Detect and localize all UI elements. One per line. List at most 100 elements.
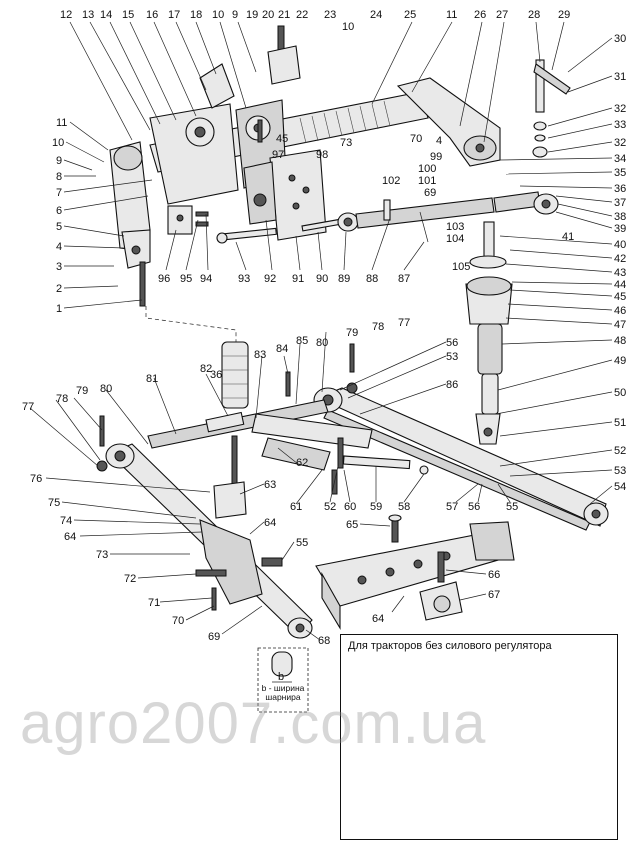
callout-49: 49 [614,355,626,367]
detail-letter: b [278,671,284,683]
callout-45: 45 [614,291,626,303]
callout-36: 36 [614,183,626,195]
callout-36-low: 36 [210,369,222,381]
callout-11-left: 11 [56,117,67,129]
callout-78-r: 78 [372,321,384,333]
callout-70-top: 70 [410,133,422,145]
callout-3: 3 [56,261,62,273]
callout-25: 25 [404,9,416,21]
callout-16: 16 [146,9,158,21]
top-link-assembly [337,191,559,243]
callout-31: 31 [614,71,626,83]
lower-links [96,306,609,639]
callout-102: 69 [424,187,436,199]
watermark: agro2007.com.ua [20,691,487,756]
callout-10b: 10 [342,21,354,33]
callout-7: 7 [56,187,62,199]
callout-68: 68 [318,635,330,647]
callout-57: 57 [446,501,458,513]
callout-22: 22 [296,9,308,21]
hinge-width-caption: b - ширина шарнира [261,683,305,702]
callout-70: 70 [172,615,184,627]
callout-19: 19 [246,9,258,21]
callout-28: 28 [528,9,540,21]
callout-76: 76 [30,473,42,485]
callout-47: 47 [614,319,626,331]
callout-101: 101 [418,175,436,187]
callout-79-r: 79 [346,327,358,339]
callout-80-r: 80 [316,337,328,349]
callout-92: 92 [264,273,276,285]
hinge-width-detail: b [257,647,309,713]
callout-33: 33 [614,119,626,131]
callout-80: 80 [100,383,112,395]
callout-94: 94 [200,273,212,285]
callout-55: 55 [506,501,518,513]
callout-numbers: 12 13 14 15 16 17 18 10 9 19 20 21 22 23… [22,9,626,647]
callout-46: 46 [614,305,626,317]
callout-67: 67 [488,589,500,601]
callout-64-left: 64 [64,531,76,543]
callout-97: 97 [272,149,284,161]
callout-64-bottom: 64 [372,613,384,625]
callout-81: 81 [146,373,158,385]
callout-14: 14 [100,9,112,21]
callout-59: 59 [370,501,382,513]
leader-lines [29,21,613,641]
right-lift-rod [465,221,513,445]
callout-86: 86 [446,379,458,391]
callout-23: 23 [324,9,336,21]
callout-103: 103 [446,221,464,233]
callout-11: 11 [446,9,457,21]
callout-51: 51 [614,417,626,429]
callout-66: 66 [488,569,500,581]
callout-71: 71 [148,597,160,609]
callout-5: 5 [56,221,62,233]
callout-4: 4 [56,241,62,253]
callout-69-top: 102 [382,175,400,187]
callout-99: 99 [430,151,442,163]
callout-6: 6 [56,205,62,217]
callout-21: 21 [278,9,290,21]
callout-41: 41 [562,231,574,243]
callout-78: 78 [56,393,68,405]
callout-9: 9 [232,9,238,21]
callout-34: 34 [614,153,626,165]
callout-39: 39 [614,223,626,235]
callout-26: 26 [474,9,486,21]
callout-73-top: 73 [340,137,352,149]
callout-93: 93 [238,273,250,285]
callout-96: 96 [158,273,170,285]
callout-62: 62 [296,457,308,469]
callout-73: 73 [96,549,108,561]
callout-75: 75 [48,497,60,509]
callout-52: 52 [614,445,626,457]
callout-2: 2 [56,283,62,295]
callout-48: 48 [614,335,626,347]
callout-43: 43 [614,267,626,279]
callout-77: 77 [22,401,34,413]
callout-61: 61 [290,501,302,513]
callout-8: 8 [56,171,62,183]
callout-88: 88 [366,273,378,285]
callout-104: 104 [446,233,464,245]
callout-56-top: 56 [446,337,458,349]
callout-63: 63 [264,479,276,491]
callout-85: 85 [296,335,308,347]
callout-12: 12 [60,9,72,21]
callout-30: 30 [614,33,626,45]
callout-10-left: 10 [52,137,64,149]
callout-74: 74 [60,515,72,527]
callout-98: 98 [316,149,328,161]
callout-52: 52 [324,501,336,513]
callout-58: 58 [398,501,410,513]
callout-69: 69 [208,631,220,643]
callout-89: 89 [338,273,350,285]
inset-title: Для тракторов без силового регулятора [348,640,552,652]
callout-9-left: 9 [56,155,62,167]
callout-90: 90 [316,273,328,285]
rock-shaft-assembly [109,25,571,307]
callout-55-left: 55 [296,537,308,549]
callout-35: 35 [614,167,626,179]
callout-37: 37 [614,197,626,209]
